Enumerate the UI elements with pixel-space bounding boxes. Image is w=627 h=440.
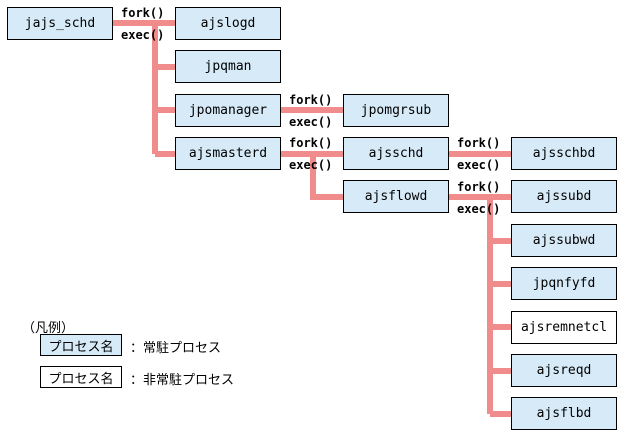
fork-label: fork() (289, 93, 333, 107)
process-jpomgrsub: jpomgrsub (343, 94, 449, 127)
process-jajs_schd: jajs_schd (7, 7, 113, 40)
process-jpqman: jpqman (175, 50, 281, 83)
legend-nonresident-sample: プロセス名 (40, 366, 122, 388)
exec-label: exec() (289, 158, 333, 172)
fork-label: fork() (289, 136, 333, 150)
exec-label: exec() (457, 158, 501, 172)
process-ajsremnetcl: ajsremnetcl (511, 311, 617, 344)
process-ajsschbd: ajsschbd (511, 137, 617, 170)
process-ajsmasterd: ajsmasterd (175, 137, 281, 170)
fork-label: fork() (457, 180, 501, 194)
process-ajsreqd: ajsreqd (511, 354, 617, 387)
fork-label: fork() (121, 6, 165, 20)
fork-label: fork() (457, 136, 501, 150)
legend-title: （凡例） (22, 321, 75, 336)
exec-label: exec() (457, 202, 501, 216)
process-ajslogd: ajslogd (175, 7, 281, 40)
process-ajsflbd: ajsflbd (511, 397, 617, 430)
connector-ajsmasterd-ajsflowd (310, 154, 344, 200)
process-jpomanager: jpomanager (175, 94, 281, 127)
process-ajsflowd: ajsflowd (343, 180, 449, 213)
legend-resident-desc: ：常駐プロセス (130, 341, 222, 356)
process-ajssubd: ajssubd (511, 180, 617, 213)
process-ajsschd: ajsschd (343, 137, 449, 170)
legend-nonresident-desc: ：非常駐プロセス (130, 373, 235, 388)
legend-resident-sample: プロセス名 (40, 334, 122, 356)
process-jpqnfyfd: jpqnfyfd (511, 267, 617, 300)
process-ajssubwd: ajssubwd (511, 224, 617, 257)
exec-label: exec() (289, 115, 333, 129)
exec-label: exec() (121, 28, 165, 42)
